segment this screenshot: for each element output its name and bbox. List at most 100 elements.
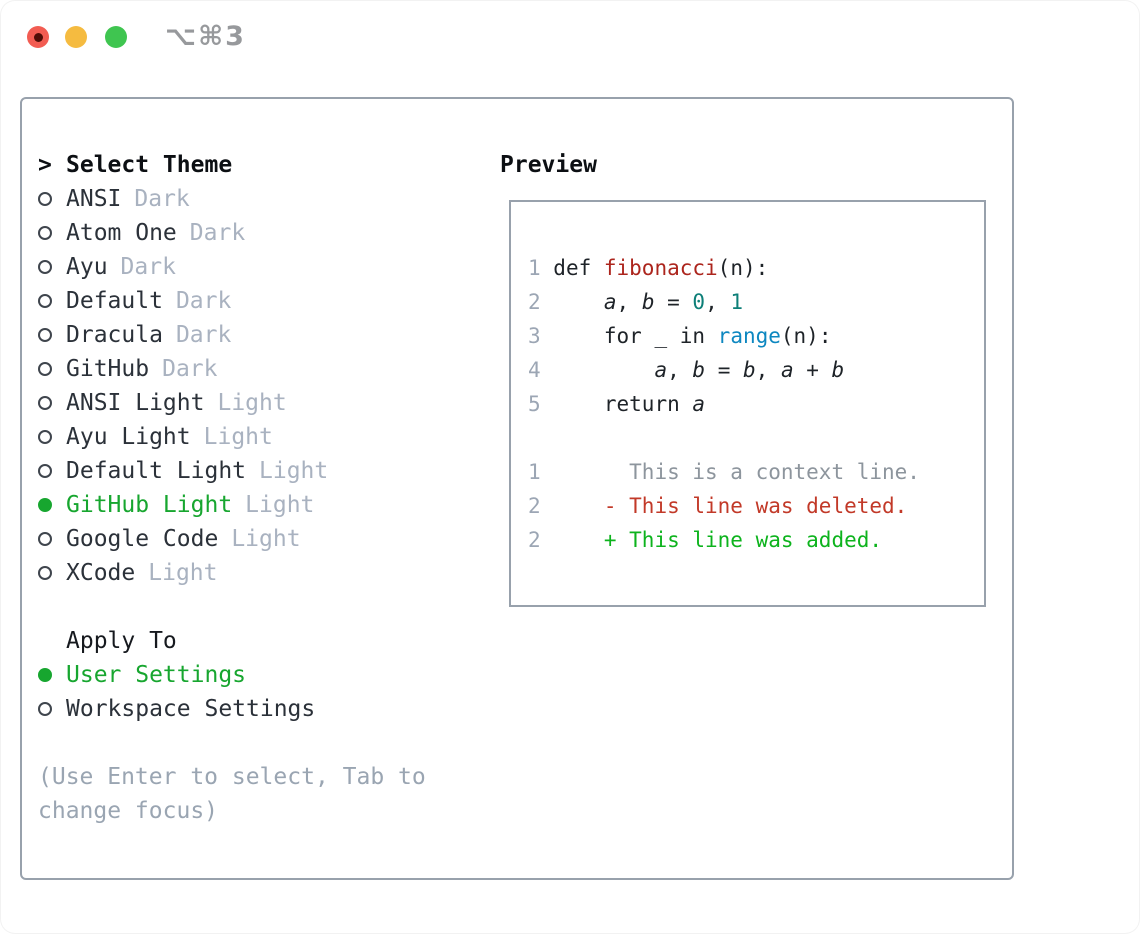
code-segment: fibonacci <box>603 256 718 280</box>
theme-variant-tag: Dark <box>134 186 190 212</box>
radio-circle <box>38 668 52 682</box>
code-segment: a <box>654 358 668 382</box>
code-segment: (n): <box>780 324 832 348</box>
theme-variant-tag: Light <box>231 526 301 552</box>
radio-icon <box>38 260 66 274</box>
code-segment: a <box>692 392 706 416</box>
code-segment: b <box>743 358 756 382</box>
radio-circle <box>38 702 52 716</box>
theme-variant-tag: Light <box>245 492 315 518</box>
theme-name: ANSI Light <box>66 390 205 416</box>
close-button[interactable] <box>27 26 49 48</box>
radio-icon <box>38 566 66 580</box>
theme-option-ansi-light[interactable]: ANSI Light Light <box>38 386 488 420</box>
code-segment: - This line was deleted. <box>540 494 908 518</box>
radio-circle <box>38 260 52 274</box>
radio-circle <box>38 430 52 444</box>
theme-variant-tag: Dark <box>189 220 246 246</box>
radio-selected-icon <box>38 498 66 512</box>
code-segment: + <box>793 358 832 382</box>
apply-option-user-settings[interactable]: User Settings <box>38 658 488 692</box>
theme-option-xcode[interactable]: XCode Light <box>38 556 488 590</box>
select-theme-title: Select Theme <box>66 152 233 178</box>
radio-icon <box>38 226 66 240</box>
code-segment: range <box>717 324 781 348</box>
zoom-button[interactable] <box>105 26 127 48</box>
theme-variant-tag: Light <box>148 560 218 586</box>
apply-option-workspace-settings[interactable]: Workspace Settings <box>38 692 488 726</box>
code-segment: 1 <box>730 290 744 314</box>
theme-name: Ayu Light <box>66 424 191 450</box>
hint-text-line-1: (Use Enter to select, Tab to <box>38 764 426 790</box>
theme-option-default-light[interactable]: Default Light Light <box>38 454 488 488</box>
radio-icon <box>38 362 66 376</box>
code-line: 2 - This line was deleted. <box>528 489 984 523</box>
code-segment: , <box>616 290 642 314</box>
line-number: 2 <box>528 494 541 518</box>
theme-name: Default Light <box>66 458 247 484</box>
minimize-button[interactable] <box>65 26 87 48</box>
code-segment: = <box>705 358 743 382</box>
theme-name: GitHub Light <box>66 492 233 518</box>
theme-option-ayu-light[interactable]: Ayu Light Light <box>38 420 488 454</box>
hint-text-line-2: change focus) <box>38 798 219 824</box>
radio-icon <box>38 702 66 716</box>
code-segment: , <box>705 290 731 314</box>
code-line: 1 def fibonacci(n): <box>528 251 984 285</box>
theme-option-github-light[interactable]: GitHub Light Light <box>38 488 488 522</box>
radio-icon <box>38 430 66 444</box>
code-segment: = <box>654 290 693 314</box>
theme-name: XCode <box>66 560 136 586</box>
prompt-icon: > <box>38 152 52 178</box>
code-segment: for _ in <box>540 324 718 348</box>
code-line: 2 + This line was added. <box>528 523 984 557</box>
theme-variant-tag: Dark <box>120 254 176 280</box>
code-line: 4 a, b = b, a + b <box>528 353 984 387</box>
line-number: 1 <box>528 256 541 280</box>
theme-option-google-code[interactable]: Google Code Light <box>38 522 488 556</box>
code-segment: + This line was added. <box>540 528 883 552</box>
radio-circle <box>38 532 52 546</box>
line-number: 1 <box>528 460 541 484</box>
preview-box: 1 def fibonacci(n): 2 a, b = 0, 1 3 for _ … <box>509 200 986 607</box>
code-line <box>528 421 984 455</box>
code-segment: This is a context line. <box>540 460 920 484</box>
theme-name: Atom One <box>66 220 177 246</box>
line-number: 2 <box>528 528 541 552</box>
theme-name: Default <box>66 288 163 314</box>
theme-option-atom-one[interactable]: Atom One Dark <box>38 216 488 250</box>
radio-circle <box>38 362 52 376</box>
preview-title: Preview <box>500 152 597 178</box>
theme-variant-tag: Light <box>259 458 329 484</box>
code-segment: a <box>780 358 794 382</box>
radio-circle <box>38 226 52 240</box>
apply-to-title: Apply To <box>66 628 177 654</box>
code-line: 5 return a <box>528 387 984 421</box>
theme-variant-tag: Light <box>203 424 273 450</box>
code-segment <box>541 358 655 382</box>
line-number: 2 <box>528 290 541 314</box>
radio-circle <box>38 192 52 206</box>
code-segment: b <box>692 358 706 382</box>
radio-icon <box>38 464 66 478</box>
theme-variant-tag: Light <box>217 390 287 416</box>
apply-option-label: Workspace Settings <box>66 696 316 722</box>
radio-circle <box>38 328 52 342</box>
code-segment: return <box>540 392 693 416</box>
radio-circle <box>38 294 52 308</box>
line-number: 3 <box>528 324 541 348</box>
theme-name: Google Code <box>66 526 219 552</box>
radio-circle <box>38 566 52 580</box>
code-segment: 0 <box>692 290 706 314</box>
code-segment <box>541 290 604 314</box>
theme-variant-tag: Dark <box>162 356 218 382</box>
